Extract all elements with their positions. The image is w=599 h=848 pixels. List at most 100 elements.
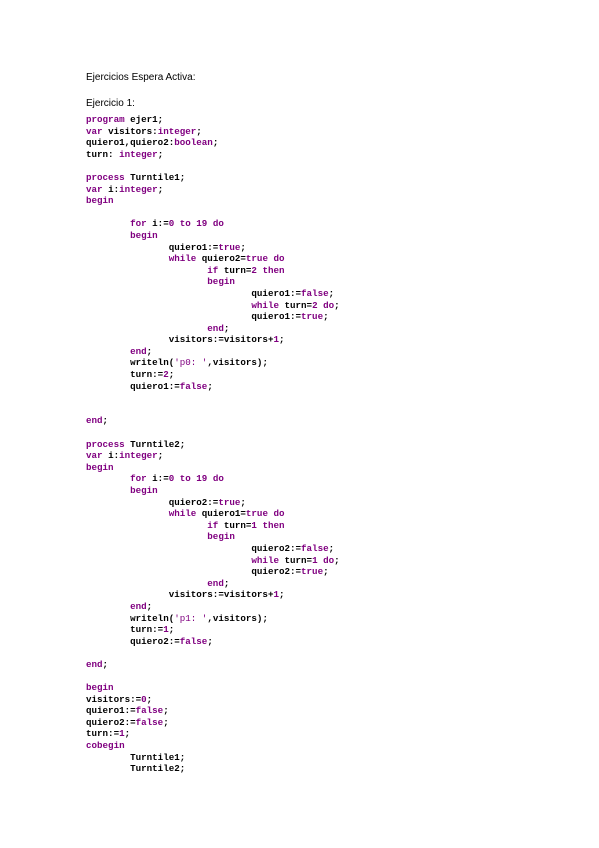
code-text: ; — [146, 693, 153, 705]
code-keyword: if — [207, 264, 224, 276]
code-keyword: 1 — [273, 589, 279, 601]
code-keyword: while — [168, 253, 202, 265]
code-text — [86, 485, 130, 496]
code-keyword: begin — [130, 229, 158, 241]
code-keyword: then — [262, 519, 285, 531]
code-text: ; — [168, 369, 175, 381]
code-keyword: 0 — [168, 473, 180, 485]
code-text — [86, 508, 169, 519]
code-keyword: 0 — [168, 218, 180, 230]
code-keyword: 19 — [196, 218, 213, 230]
code-line: process Turntile2; — [86, 439, 340, 451]
code-keyword: false — [301, 542, 329, 554]
code-keyword: begin — [207, 531, 235, 543]
code-line: while turn=2 do; — [86, 299, 339, 312]
code-text — [86, 218, 130, 229]
code-keyword: do — [212, 218, 224, 230]
code-line: cobegin — [86, 740, 340, 752]
code-text: Turntile1; — [86, 751, 186, 763]
code-keyword: while — [251, 299, 285, 311]
code-line: quiero1:=false; — [86, 381, 340, 393]
code-line: begin — [86, 195, 340, 207]
code-text: visitors:=visitors+ — [86, 589, 274, 601]
code-line: while quiero2=true do — [86, 253, 340, 265]
code-line: for i:=0 to 19 do — [86, 473, 340, 485]
code-keyword: integer — [119, 450, 158, 462]
code-text: quiero2:= — [86, 716, 136, 728]
code-line — [86, 392, 340, 404]
code-keyword: for — [130, 473, 153, 485]
code-text: ; — [146, 600, 153, 612]
code-text: quiero1:= — [86, 311, 302, 323]
code-keyword: end — [207, 577, 224, 589]
code-keyword: begin — [86, 461, 114, 473]
code-line: visitors:=0; — [86, 694, 340, 706]
code-text: ,visitors); — [207, 357, 268, 369]
code-keyword: 2 — [312, 299, 324, 311]
code-keyword: begin — [207, 276, 235, 288]
code-text: ; — [278, 589, 285, 601]
code-text: ; — [323, 311, 329, 323]
code-keyword: 2 — [251, 264, 263, 276]
code-keyword: 1 — [312, 554, 324, 566]
code-text: ; — [157, 450, 164, 462]
code-text: ; — [240, 496, 246, 508]
code-string: 'p1: ' — [174, 612, 208, 624]
code-keyword: true — [218, 241, 241, 253]
code-text: i:= — [152, 473, 169, 485]
code-line — [86, 427, 340, 439]
code-text: ; — [328, 542, 335, 554]
code-text: ,visitors); — [207, 612, 268, 624]
code-text: ; — [223, 577, 230, 589]
code-text: ejer1; — [130, 114, 164, 125]
code-keyword: var — [86, 125, 109, 137]
code-line: end; — [86, 659, 340, 671]
code-text: writeln( — [86, 357, 175, 369]
code-keyword: false — [135, 716, 164, 728]
code-text: ; — [212, 137, 219, 149]
code-text: ; — [240, 241, 246, 253]
code-keyword: do — [323, 554, 335, 566]
code-keyword: begin — [130, 485, 158, 496]
code-text: ; — [163, 705, 169, 717]
code-keyword: process — [86, 438, 131, 450]
code-text: turn= — [284, 554, 313, 566]
code-text: quiero2:= — [86, 496, 219, 508]
code-text: ; — [223, 322, 230, 334]
code-line: writeln('p0: ',visitors); — [86, 357, 340, 369]
code-listing: program ejer1;var visitors:integer;quier… — [86, 114, 340, 775]
code-keyword: 1 — [273, 334, 279, 346]
code-text: ; — [323, 566, 329, 578]
code-text: quiero1:= — [86, 705, 136, 717]
section-heading: Ejercicio 1: — [86, 98, 135, 109]
code-text — [86, 265, 207, 276]
code-keyword: begin — [86, 195, 114, 207]
code-text: Turntile2; — [130, 438, 186, 450]
code-text — [86, 555, 251, 566]
code-keyword: 1 — [163, 624, 169, 636]
code-line: begin — [86, 485, 340, 497]
code-keyword: var — [86, 183, 109, 195]
code-text: Turntile1; — [130, 171, 186, 183]
code-keyword: false — [135, 705, 164, 717]
code-line: begin — [86, 230, 340, 242]
code-text: quiero1:= — [86, 287, 302, 299]
code-line: while quiero1=true do — [86, 508, 340, 520]
code-keyword: while — [168, 508, 202, 520]
code-keyword: var — [86, 450, 109, 462]
code-line: quiero2:=false; — [86, 717, 340, 729]
code-text: quiero2:= — [86, 635, 180, 647]
code-text: ; — [157, 148, 164, 160]
code-text: quiero2:= — [86, 542, 302, 554]
code-keyword: 19 — [196, 473, 213, 485]
code-text: turn:= — [86, 369, 164, 381]
code-line — [86, 207, 340, 219]
code-line — [86, 160, 340, 172]
code-keyword: end — [130, 600, 147, 612]
code-text: ; — [102, 415, 109, 427]
code-keyword: boolean — [174, 137, 213, 149]
code-line: quiero1:=true; — [86, 311, 340, 323]
code-line: end; — [86, 346, 340, 358]
code-text: ; — [102, 658, 109, 670]
code-text: turn:= — [86, 624, 164, 636]
